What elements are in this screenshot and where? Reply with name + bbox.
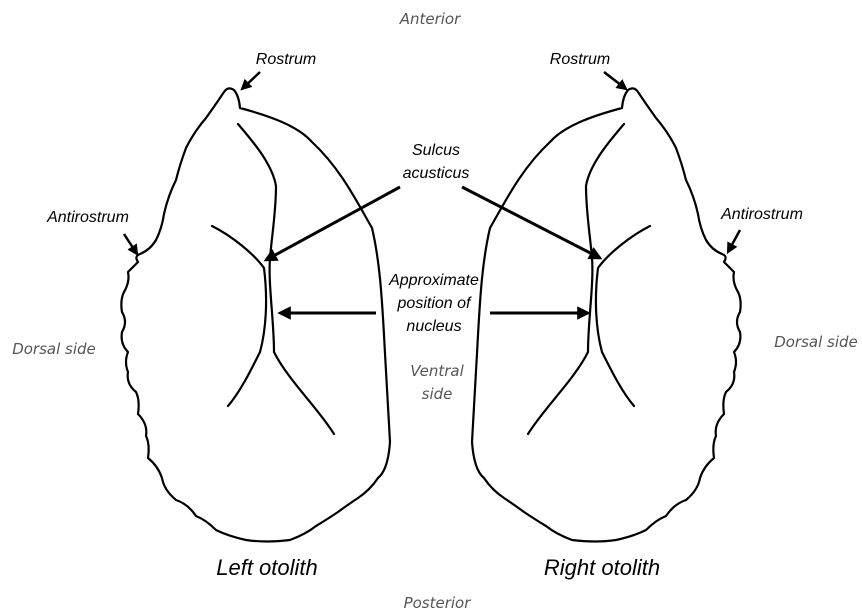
antirostrum-left-label: Antirostrum [46, 209, 129, 226]
sulcus-right-arrow [462, 187, 600, 258]
dorsal-side-right-label: Dorsal side [774, 333, 858, 351]
sulcus-acusticus-label-line2: acusticus [403, 165, 470, 182]
right-rostrum-arrow [604, 72, 626, 89]
nucleus-label-line1: Approximate [388, 272, 479, 289]
rostrum-right-label: Rostrum [550, 51, 610, 68]
right-sulcus-outer [596, 226, 650, 406]
right-otolith-title: Right otolith [544, 555, 660, 580]
ventral-side-label-line2: side [422, 385, 453, 403]
dorsal-side-left-label: Dorsal side [12, 340, 96, 358]
left-antirostrum-arrow [124, 234, 137, 254]
left-sulcus-inner [238, 124, 334, 434]
left-sulcus-outer [212, 226, 266, 406]
nucleus-label-line2: position of [397, 295, 472, 312]
right-otolith [472, 88, 741, 541]
rostrum-left-label: Rostrum [256, 51, 316, 68]
right-sulcus-inner [528, 124, 624, 434]
left-otolith [121, 88, 390, 541]
sulcus-acusticus-label-line1: Sulcus [412, 142, 460, 159]
left-rostrum-arrow [242, 72, 260, 89]
anterior-label: Anterior [399, 10, 461, 28]
sulcus-left-arrow [266, 187, 400, 260]
antirostrum-right-label: Antirostrum [720, 206, 803, 223]
right-antirostrum-arrow [728, 230, 740, 252]
left-otolith-title: Left otolith [216, 555, 318, 580]
posterior-label: Posterior [404, 594, 472, 612]
right-otolith-outline [472, 88, 741, 541]
ventral-side-label-line1: Ventral [410, 362, 464, 380]
left-otolith-outline [121, 88, 390, 541]
nucleus-label-line3: nucleus [406, 318, 461, 335]
